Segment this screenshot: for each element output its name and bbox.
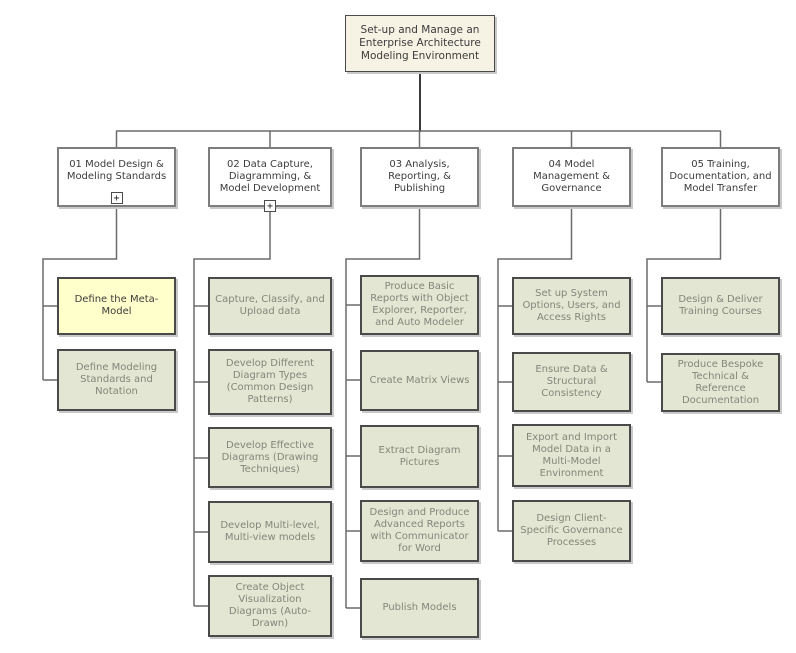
node-label: Create Object Visualization Diagrams (Au… bbox=[228, 582, 312, 629]
connector-rail-col3 bbox=[345, 207, 421, 608]
task-define-modeling-standards-notation[interactable]: Define Modeling Standards and Notation bbox=[57, 349, 176, 411]
node-label: Produce Basic Reports with Object Explor… bbox=[370, 281, 469, 328]
node-label: Extract Diagram Pictures bbox=[378, 444, 461, 468]
branch-04-model-management-governance[interactable]: 04 Model Management & Governance bbox=[512, 147, 631, 207]
node-label: Set-up and Manage an Enterprise Architec… bbox=[359, 24, 481, 62]
branch-03-analysis-reporting-publishing[interactable]: 03 Analysis, Reporting, & Publishing bbox=[360, 147, 479, 207]
expand-icon[interactable]: + bbox=[110, 192, 123, 204]
connector-rail-col1 bbox=[42, 207, 118, 380]
node-label: 01 Model Design & Modeling Standards bbox=[66, 159, 167, 182]
node-label: Set up System Options, Users, and Access… bbox=[522, 288, 621, 323]
task-set-up-system-options-users-access[interactable]: Set up System Options, Users, and Access… bbox=[512, 277, 631, 335]
task-capture-classify-upload-data[interactable]: Capture, Classify, and Upload data bbox=[208, 277, 332, 335]
task-produce-basic-reports[interactable]: Produce Basic Reports with Object Explor… bbox=[360, 275, 479, 335]
node-label: 02 Data Capture, Diagramming, & Model De… bbox=[219, 159, 321, 194]
node-label: Capture, Classify, and Upload data bbox=[215, 294, 325, 317]
node-label: Develop Different Diagram Types (Common … bbox=[225, 358, 315, 405]
node-label: Produce Bespoke Technical & Reference Do… bbox=[677, 358, 764, 406]
node-label: 04 Model Management & Governance bbox=[533, 159, 610, 194]
node-label: Ensure Data & Structural Consistency bbox=[535, 364, 608, 399]
node-root-setup-and-manage[interactable]: Set-up and Manage an Enterprise Architec… bbox=[345, 15, 495, 72]
node-label: Develop Effective Diagrams (Drawing Tech… bbox=[221, 439, 319, 475]
connector-rail-col4 bbox=[497, 207, 573, 531]
node-label: Develop Multi-level, Multi-view models bbox=[220, 520, 320, 543]
task-develop-effective-diagrams[interactable]: Develop Effective Diagrams (Drawing Tech… bbox=[208, 427, 332, 488]
node-label: Define the Meta-Model bbox=[74, 294, 159, 317]
node-label: 03 Analysis, Reporting, & Publishing bbox=[388, 159, 451, 194]
node-label: Define Modeling Standards and Notation bbox=[75, 362, 158, 397]
branch-05-training-documentation-transfer[interactable]: 05 Training, Documentation, and Model Tr… bbox=[661, 147, 780, 207]
task-extract-diagram-pictures[interactable]: Extract Diagram Pictures bbox=[360, 425, 479, 488]
node-label: Design and Produce Advanced Reports with… bbox=[369, 507, 470, 554]
connector-rail-col5 bbox=[646, 207, 722, 382]
connector-rail-col2 bbox=[193, 207, 271, 606]
node-label: Create Matrix Views bbox=[369, 374, 470, 386]
task-create-object-visualization-diagrams[interactable]: Create Object Visualization Diagrams (Au… bbox=[208, 575, 332, 637]
task-create-matrix-views[interactable]: Create Matrix Views bbox=[360, 350, 479, 411]
task-design-client-specific-governance[interactable]: Design Client-Specific Governance Proces… bbox=[512, 500, 631, 562]
branch-02-data-capture-diagramming[interactable]: 02 Data Capture, Diagramming, & Model De… bbox=[208, 147, 332, 212]
node-label: 05 Training, Documentation, and Model Tr… bbox=[669, 159, 772, 194]
node-label: Export and Import Model Data in a Multi-… bbox=[525, 431, 618, 479]
expand-icon[interactable]: + bbox=[264, 200, 276, 212]
task-design-produce-advanced-reports[interactable]: Design and Produce Advanced Reports with… bbox=[360, 500, 479, 562]
node-label: Design & Deliver Training Courses bbox=[678, 294, 763, 317]
task-develop-multi-level-multi-view-models[interactable]: Develop Multi-level, Multi-view models bbox=[208, 501, 332, 563]
task-develop-different-diagram-types[interactable]: Develop Different Diagram Types (Common … bbox=[208, 349, 332, 415]
task-define-the-meta-model[interactable]: Define the Meta-Model bbox=[57, 277, 176, 335]
task-ensure-data-structural-consistency[interactable]: Ensure Data & Structural Consistency bbox=[512, 352, 631, 412]
task-publish-models[interactable]: Publish Models bbox=[360, 578, 479, 638]
task-produce-bespoke-technical-documentation[interactable]: Produce Bespoke Technical & Reference Do… bbox=[661, 353, 780, 412]
node-label: Design Client-Specific Governance Proces… bbox=[520, 513, 623, 548]
task-design-deliver-training-courses[interactable]: Design & Deliver Training Courses bbox=[661, 277, 780, 335]
node-label: Publish Models bbox=[382, 602, 457, 613]
branch-01-model-design-standards[interactable]: 01 Model Design & Modeling Standards + bbox=[57, 147, 176, 207]
task-export-import-model-data[interactable]: Export and Import Model Data in a Multi-… bbox=[512, 424, 631, 487]
